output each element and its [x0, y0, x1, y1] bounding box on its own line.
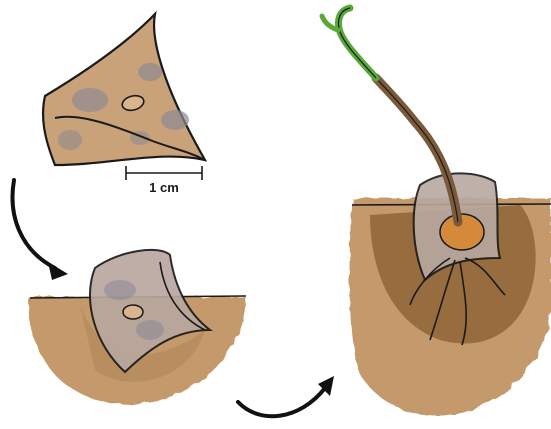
- scale-bar-label: 1 cm: [149, 180, 179, 195]
- buried-seed-hilum: [123, 305, 143, 319]
- arrow-2-icon: [238, 376, 334, 416]
- seed-stage: 1 cm: [43, 14, 205, 195]
- seedling-stage: [322, 8, 551, 416]
- sprout-tip: [338, 8, 376, 78]
- scale-bar: 1 cm: [126, 166, 202, 195]
- arrow-1-icon: [13, 180, 68, 280]
